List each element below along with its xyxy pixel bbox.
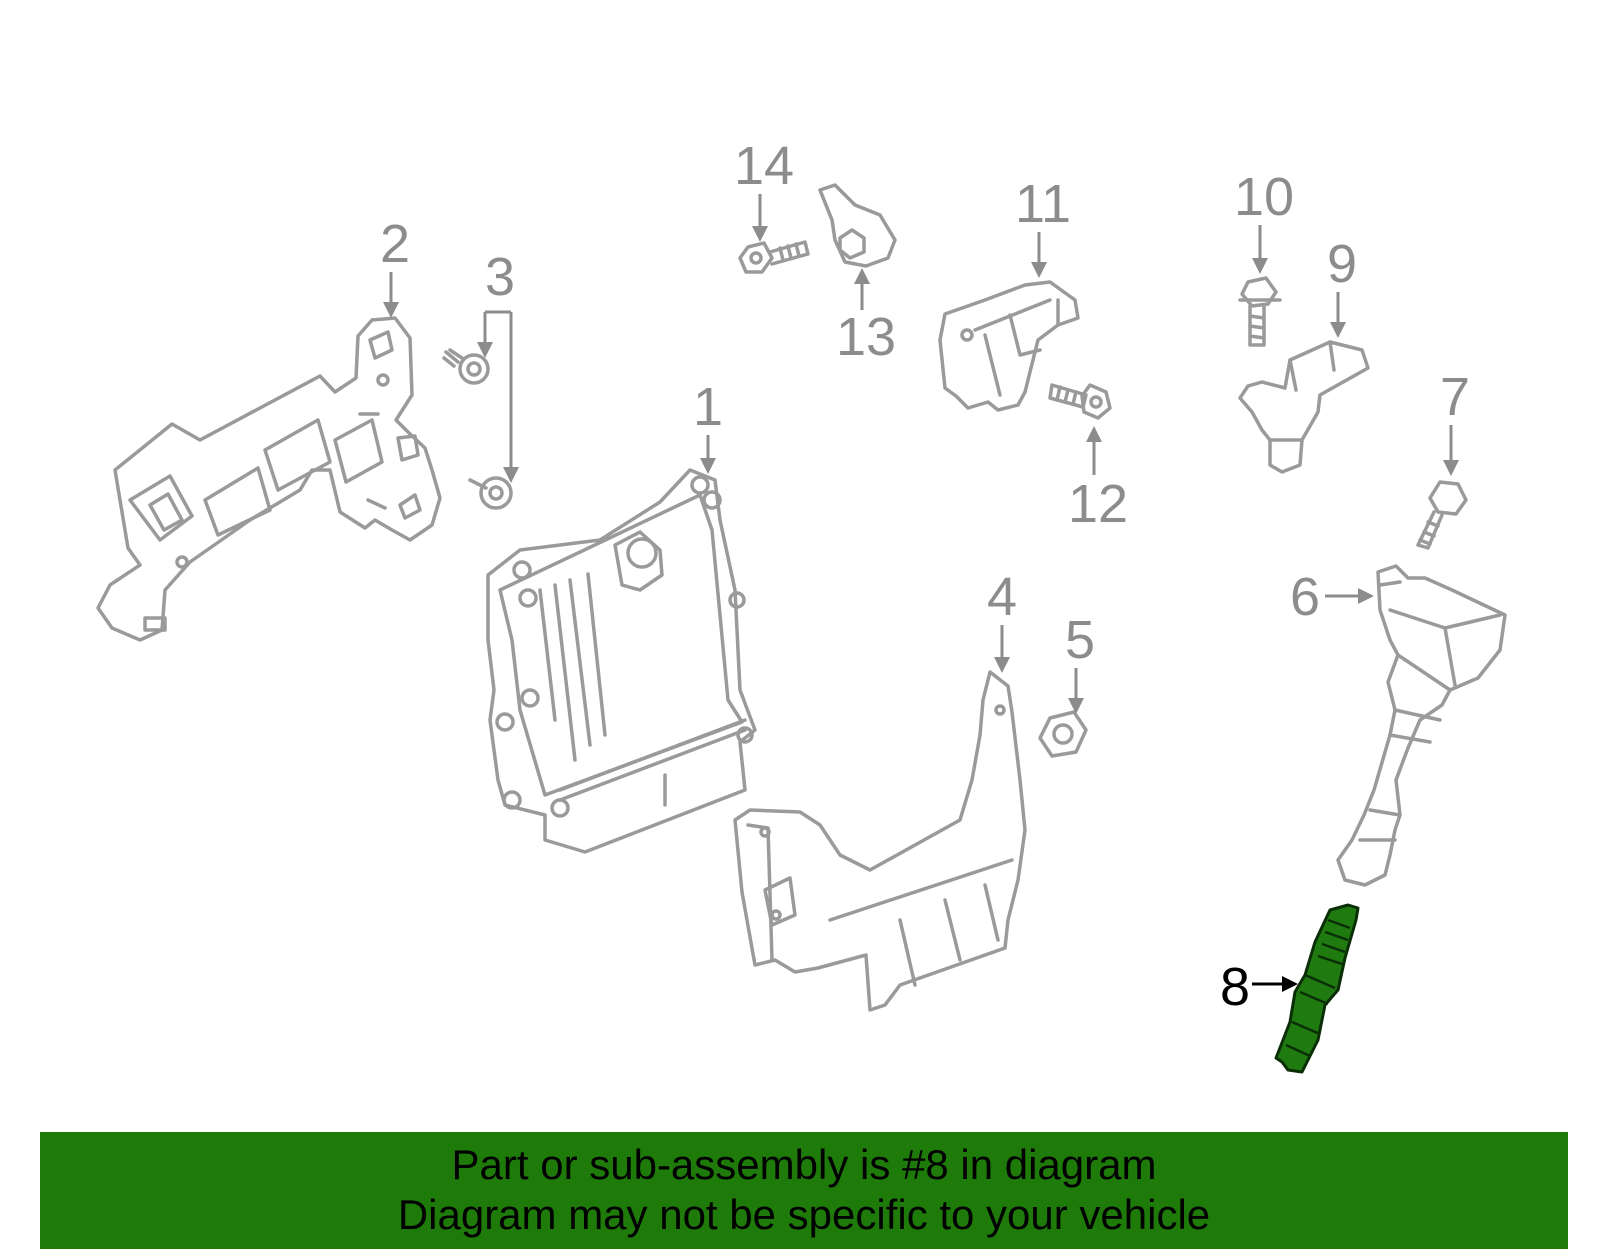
svg-text:4: 4 [987,567,1017,627]
part-3-bolts [442,348,513,510]
part-8-spark-plug [1274,903,1360,1074]
svg-text:14: 14 [734,136,794,196]
callout-1: 1 [693,377,723,474]
svg-text:1: 1 [693,377,723,437]
callout-11: 11 [1015,174,1071,278]
callout-5: 5 [1065,610,1095,714]
parts-diagram: 1 2 3 4 5 6 7 8 9 [96,136,1507,1074]
part-1-ecm [486,468,757,854]
svg-text:3: 3 [485,247,515,307]
part-2-bracket [96,316,442,642]
svg-text:5: 5 [1065,610,1095,670]
callout-3: 3 [477,247,519,483]
svg-text:13: 13 [836,307,896,367]
part-9-sensor [1238,340,1370,474]
svg-text:11: 11 [1015,174,1071,234]
callout-9: 9 [1327,234,1357,338]
banner-line-part: Part or sub-assembly is #8 in diagram [451,1141,1157,1188]
part-6-ignition-coil [1336,564,1507,887]
svg-text:2: 2 [380,214,410,274]
callout-14: 14 [734,136,794,242]
part-5-nut [1038,710,1088,758]
svg-text:6: 6 [1290,567,1320,627]
svg-text:12: 12 [1068,474,1128,534]
callout-2: 2 [380,214,410,318]
banner-line-disclaimer: Diagram may not be specific to your vehi… [397,1191,1211,1238]
callout-10: 10 [1234,167,1294,274]
callout-6: 6 [1290,567,1374,627]
callout-8: 8 [1220,957,1298,1017]
part-11-sensor [938,280,1080,412]
callout-4: 4 [987,567,1017,673]
callout-12: 12 [1068,426,1128,534]
callout-7: 7 [1440,367,1470,476]
callout-13: 13 [836,268,896,367]
svg-text:7: 7 [1440,367,1470,427]
part-14-bolt [738,240,810,274]
part-10-bolt [1238,276,1282,347]
info-banner: Part or sub-assembly is #8 in diagram Di… [40,1132,1568,1249]
part-13-sensor [818,183,897,268]
part-7-bolt [1416,480,1468,550]
svg-text:10: 10 [1234,167,1294,227]
svg-text:8: 8 [1220,957,1250,1017]
part-12-bolt [1048,383,1112,420]
part-4-cover [733,670,1027,1012]
svg-text:9: 9 [1327,234,1357,294]
